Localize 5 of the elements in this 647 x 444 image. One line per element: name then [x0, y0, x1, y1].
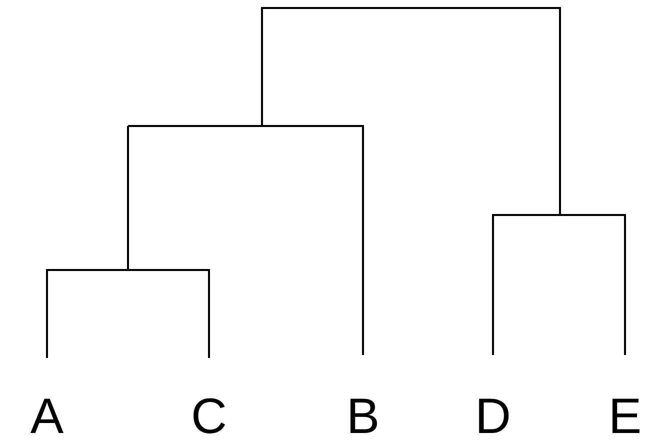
- leaf-label: D: [479, 398, 509, 433]
- leaf-label: E: [612, 398, 640, 433]
- leaf-label: C: [194, 398, 226, 434]
- leaf-label: B: [350, 398, 377, 433]
- leaf-label: A: [30, 398, 64, 433]
